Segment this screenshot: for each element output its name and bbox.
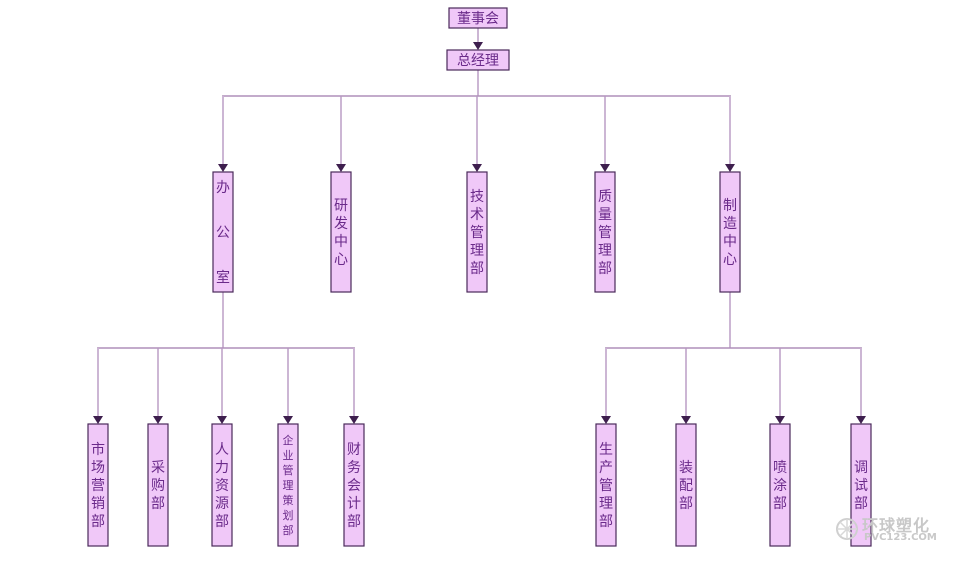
node-mfg-sub-1-label: 装配部 bbox=[679, 460, 693, 512]
watermark-name: 环球塑化 bbox=[862, 516, 931, 535]
node-office-sub-1-label: 采购部 bbox=[151, 460, 165, 512]
node-office-sub-0: 市场营销部 bbox=[87, 423, 109, 547]
node-mfg-sub-3-label: 调试部 bbox=[854, 460, 868, 512]
node-office-sub-4: 财务会计部 bbox=[343, 423, 365, 547]
node-mfg-sub-3: 调试部 bbox=[850, 423, 872, 547]
node-office-sub-4-label: 财务会计部 bbox=[347, 442, 361, 530]
watermark: 环球塑化 PVC123.COM bbox=[832, 510, 957, 552]
node-dept-0: 办公室 bbox=[212, 171, 234, 293]
arrow-dept-0 bbox=[218, 164, 228, 172]
node-dept-3-box bbox=[594, 171, 616, 293]
node-gm: 总经理 bbox=[446, 49, 510, 71]
node-office-sub-0-label: 市场营销部 bbox=[91, 441, 105, 530]
node-office-sub-0-box bbox=[87, 423, 109, 547]
node-dept-1-box bbox=[330, 171, 352, 293]
arrow-mfg-1 bbox=[681, 416, 691, 424]
node-board-box bbox=[448, 7, 508, 29]
node-dept-0-label: 办公室 bbox=[216, 180, 230, 286]
node-dept-3-label: 质量管理部 bbox=[598, 189, 612, 277]
node-dept-4-label: 制造中心 bbox=[723, 198, 737, 268]
node-office-sub-3-box bbox=[277, 423, 299, 547]
node-office-sub-1: 采购部 bbox=[147, 423, 169, 547]
node-dept-2-box bbox=[466, 171, 488, 293]
arrow-gm bbox=[473, 42, 483, 50]
arrow-office-1 bbox=[153, 416, 163, 424]
arrow-office-3 bbox=[283, 416, 293, 424]
node-board: 董事会 bbox=[448, 7, 508, 29]
node-dept-4-box bbox=[719, 171, 741, 293]
arrow-office-0 bbox=[93, 416, 103, 424]
node-mfg-sub-0-box bbox=[595, 423, 617, 547]
node-mfg-sub-2-box bbox=[769, 423, 791, 547]
node-dept-4: 制造中心 bbox=[719, 171, 741, 293]
node-gm-box bbox=[446, 49, 510, 71]
node-dept-1: 研发中心 bbox=[330, 171, 352, 293]
node-mfg-sub-0-label: 生产管理部 bbox=[599, 442, 613, 530]
node-dept-2: 技术管理部 bbox=[466, 171, 488, 293]
arrow-dept-2 bbox=[472, 164, 482, 172]
node-office-sub-3-label: 企业管理策划部 bbox=[283, 433, 294, 537]
node-mfg-sub-0: 生产管理部 bbox=[595, 423, 617, 547]
arrow-office-2 bbox=[217, 416, 227, 424]
node-office-sub-1-box bbox=[147, 423, 169, 547]
watermark-logo-icon bbox=[836, 518, 858, 540]
node-gm-label: 总经理 bbox=[457, 53, 499, 69]
arrow-mfg-2 bbox=[775, 416, 785, 424]
node-mfg-sub-1: 装配部 bbox=[675, 423, 697, 547]
node-office-sub-2-box bbox=[211, 423, 233, 547]
connector-mfg-subs bbox=[605, 347, 862, 420]
node-office-sub-2: 人力资源部 bbox=[211, 423, 233, 547]
arrow-dept-4 bbox=[725, 164, 735, 172]
node-mfg-sub-3-box bbox=[850, 423, 872, 547]
node-mfg-sub-2-label: 喷涂部 bbox=[773, 460, 787, 512]
node-office-sub-4-box bbox=[343, 423, 365, 547]
arrow-mfg-0 bbox=[601, 416, 611, 424]
node-dept-0-box bbox=[212, 171, 234, 293]
node-dept-2-label: 技术管理部 bbox=[470, 189, 484, 277]
node-office-sub-3: 企业管理策划部 bbox=[277, 423, 299, 547]
node-office-sub-2-label: 人力资源部 bbox=[215, 442, 229, 530]
node-dept-1-label: 研发中心 bbox=[334, 198, 348, 268]
node-mfg-sub-2: 喷涂部 bbox=[769, 423, 791, 547]
node-mfg-sub-1-box bbox=[675, 423, 697, 547]
watermark-domain: PVC123.COM bbox=[864, 532, 937, 543]
arrow-mfg-3 bbox=[856, 416, 866, 424]
arrow-dept-3 bbox=[600, 164, 610, 172]
connector-office-subs bbox=[97, 347, 355, 420]
arrow-office-4 bbox=[349, 416, 359, 424]
node-board-label: 董事会 bbox=[457, 11, 499, 27]
connectors bbox=[93, 28, 866, 424]
arrow-dept-1 bbox=[336, 164, 346, 172]
node-dept-3: 质量管理部 bbox=[594, 171, 616, 293]
